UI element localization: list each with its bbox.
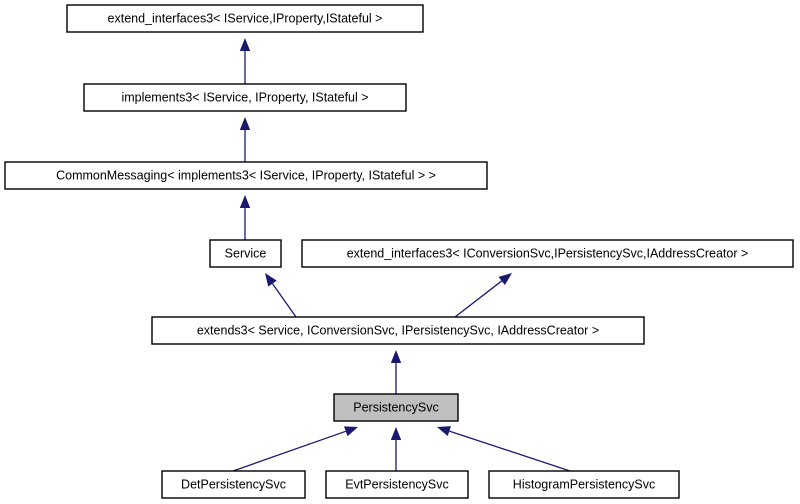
inheritance-edge <box>454 273 512 318</box>
edge-line <box>271 283 297 318</box>
class-node-extend-interfaces3-conv[interactable]: extend_interfaces3< IConversionSvc,IPers… <box>301 239 794 268</box>
class-box[interactable] <box>325 470 469 499</box>
class-box[interactable] <box>333 393 459 422</box>
class-name-label: HistogramPersistencySvc <box>513 477 655 491</box>
class-name-label: extend_interfaces3< IConversionSvc,IPers… <box>347 246 749 260</box>
edge-line <box>232 430 346 472</box>
class-node-histogram-persistency-svc[interactable]: HistogramPersistencySvc <box>488 470 680 499</box>
node-layer: extend_interfaces3< IService,IProperty,I… <box>4 4 794 499</box>
class-node-persistency-svc[interactable]: PersistencySvc <box>333 393 459 422</box>
class-node-service[interactable]: Service <box>209 239 282 268</box>
arrowhead-icon <box>265 273 277 287</box>
arrowhead-icon <box>390 427 402 440</box>
class-name-label: EvtPersistencySvc <box>345 477 449 491</box>
class-node-extends3[interactable]: extends3< Service, IConversionSvc, IPers… <box>151 316 645 345</box>
arrowhead-icon <box>344 426 358 437</box>
class-box[interactable] <box>161 470 306 499</box>
class-box[interactable] <box>488 470 680 499</box>
class-name-label: DetPersistencySvc <box>181 477 286 491</box>
inheritance-edge <box>239 195 251 240</box>
edge-line <box>449 430 571 472</box>
arrowhead-icon <box>437 426 451 437</box>
inheritance-edge <box>239 117 251 162</box>
arrowhead-icon <box>390 350 402 363</box>
inheritance-edge <box>265 273 297 318</box>
class-name-label: extends3< Service, IConversionSvc, IPers… <box>197 323 599 337</box>
class-name-label: CommonMessaging< implements3< IService, … <box>56 168 436 182</box>
class-name-label: extend_interfaces3< IService,IProperty,I… <box>108 11 383 25</box>
class-box[interactable] <box>151 316 645 345</box>
class-name-label: Service <box>225 246 267 260</box>
arrowhead-icon <box>239 38 251 51</box>
class-node-det-persistency-svc[interactable]: DetPersistencySvc <box>161 470 306 499</box>
class-node-common-messaging[interactable]: CommonMessaging< implements3< IService, … <box>4 161 488 190</box>
arrowhead-icon <box>239 195 251 208</box>
class-box[interactable] <box>4 161 488 190</box>
class-node-extend-interfaces3-service[interactable]: extend_interfaces3< IService,IProperty,I… <box>66 4 424 33</box>
inheritance-edge <box>390 350 402 394</box>
class-box[interactable] <box>301 239 794 268</box>
class-name-label: PersistencySvc <box>353 400 438 414</box>
inheritance-edge <box>232 426 358 472</box>
class-node-implements3[interactable]: implements3< IService, IProperty, IState… <box>83 83 407 112</box>
class-name-label: implements3< IService, IProperty, IState… <box>121 90 368 104</box>
class-box[interactable] <box>66 4 424 33</box>
inheritance-edge <box>390 427 402 471</box>
arrowhead-icon <box>498 273 512 286</box>
class-box[interactable] <box>83 83 407 112</box>
inheritance-edge <box>437 426 571 472</box>
class-node-evt-persistency-svc[interactable]: EvtPersistencySvc <box>325 470 469 499</box>
class-box[interactable] <box>209 239 282 268</box>
arrowhead-icon <box>239 117 251 130</box>
edge-layer <box>232 38 571 472</box>
inheritance-edge <box>239 38 251 84</box>
edge-line <box>454 280 503 318</box>
